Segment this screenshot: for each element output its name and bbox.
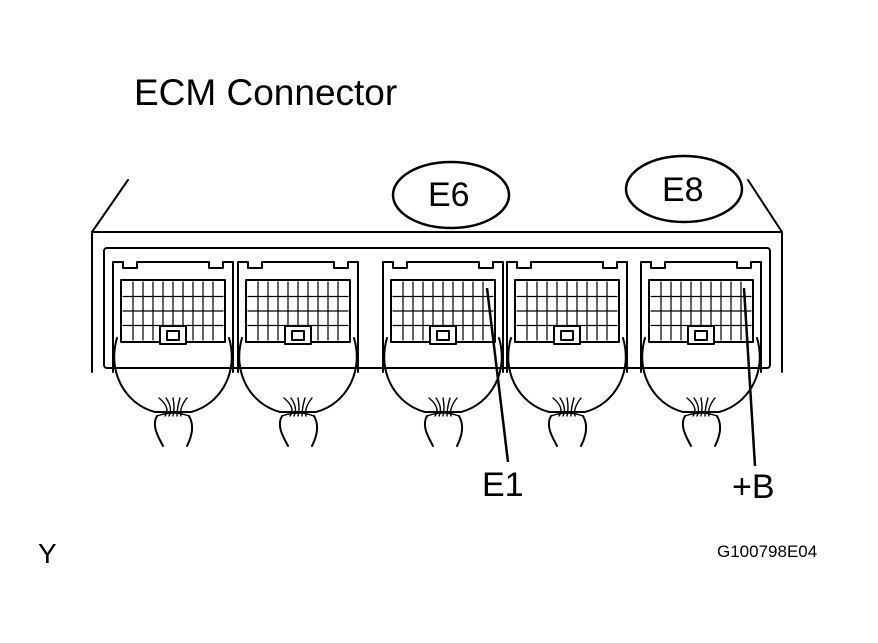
connector-group-2: [237, 261, 359, 447]
e1-leader-line: [485, 287, 510, 463]
harness-wire: [449, 397, 458, 417]
harness-cover: [238, 337, 358, 413]
harness-wire: [442, 397, 445, 417]
harness-wire: [428, 397, 438, 417]
harness-wire: [700, 397, 703, 417]
cable-bundle: [153, 415, 194, 447]
harness-wire: [283, 397, 293, 417]
e8-oval: [624, 154, 744, 224]
connector-group-5: [640, 261, 762, 447]
connector-shell: [640, 261, 762, 373]
cable-wrap: [550, 412, 584, 417]
keying-tab: [429, 325, 457, 345]
keying-tab: [553, 325, 581, 345]
harness-wire: [290, 397, 297, 417]
connector-group-1: [112, 261, 234, 447]
harness-wire: [570, 397, 575, 417]
harness-wire: [693, 397, 700, 417]
terminal-label-e1: E1: [482, 466, 524, 504]
keying-slot: [166, 330, 180, 341]
diagram-title: ECM Connector: [134, 72, 398, 113]
harness-wire: [435, 397, 442, 417]
harness-wire: [686, 397, 696, 417]
cable-bundle: [278, 415, 319, 447]
connector-group-4: [506, 261, 628, 447]
harness-wire: [559, 397, 566, 417]
cable-wrap: [281, 412, 315, 417]
figure-code: G100798E04: [717, 542, 818, 561]
harness-wire: [704, 397, 709, 417]
harness-wire: [552, 397, 562, 417]
harness-wire: [304, 397, 313, 417]
cable-wrap: [684, 412, 718, 417]
connector-shell: [506, 261, 628, 373]
harness-cover: [113, 337, 233, 413]
ecm-housing: [91, 231, 783, 373]
cable-wrap: [426, 412, 460, 417]
harness-cover: [507, 337, 627, 413]
keying-tab: [284, 325, 312, 345]
harness-wire: [165, 397, 172, 417]
plus-b-leader-line: [742, 287, 757, 467]
harness-wire: [573, 397, 582, 417]
cable-bundle: [423, 415, 464, 447]
keying-slot: [291, 330, 305, 341]
cable-wrap: [156, 412, 190, 417]
harness-wire: [301, 397, 306, 417]
cable-bundle: [681, 415, 722, 447]
harness-wire: [158, 397, 168, 417]
harness-wire: [707, 397, 716, 417]
connector-shell: [382, 261, 504, 373]
housing-slant-left: [91, 179, 129, 233]
harness-wire: [172, 397, 175, 417]
harness-wire: [297, 397, 300, 417]
keying-slot: [560, 330, 574, 341]
e6-oval: [391, 160, 511, 230]
terminal-label-plus-b: +B: [732, 468, 775, 506]
keying-slot: [694, 330, 708, 341]
connector-shell: [112, 261, 234, 373]
connector-group-3: [382, 261, 504, 447]
harness-cover: [641, 337, 761, 413]
connector-label-e6: E6: [428, 176, 470, 214]
keying-tab: [687, 325, 715, 345]
housing-slant-right: [747, 179, 783, 233]
keying-slot: [436, 330, 450, 341]
connector-frame: [103, 247, 771, 369]
connector-label-e8: E8: [662, 171, 704, 209]
keying-tab: [159, 325, 187, 345]
harness-wire: [566, 397, 569, 417]
harness-wire: [179, 397, 188, 417]
connector-shell: [237, 261, 359, 373]
harness-wire: [446, 397, 451, 417]
corner-letter: Y: [38, 538, 57, 569]
harness-wire: [176, 397, 181, 417]
cable-bundle: [547, 415, 588, 447]
harness-cover: [383, 337, 503, 413]
